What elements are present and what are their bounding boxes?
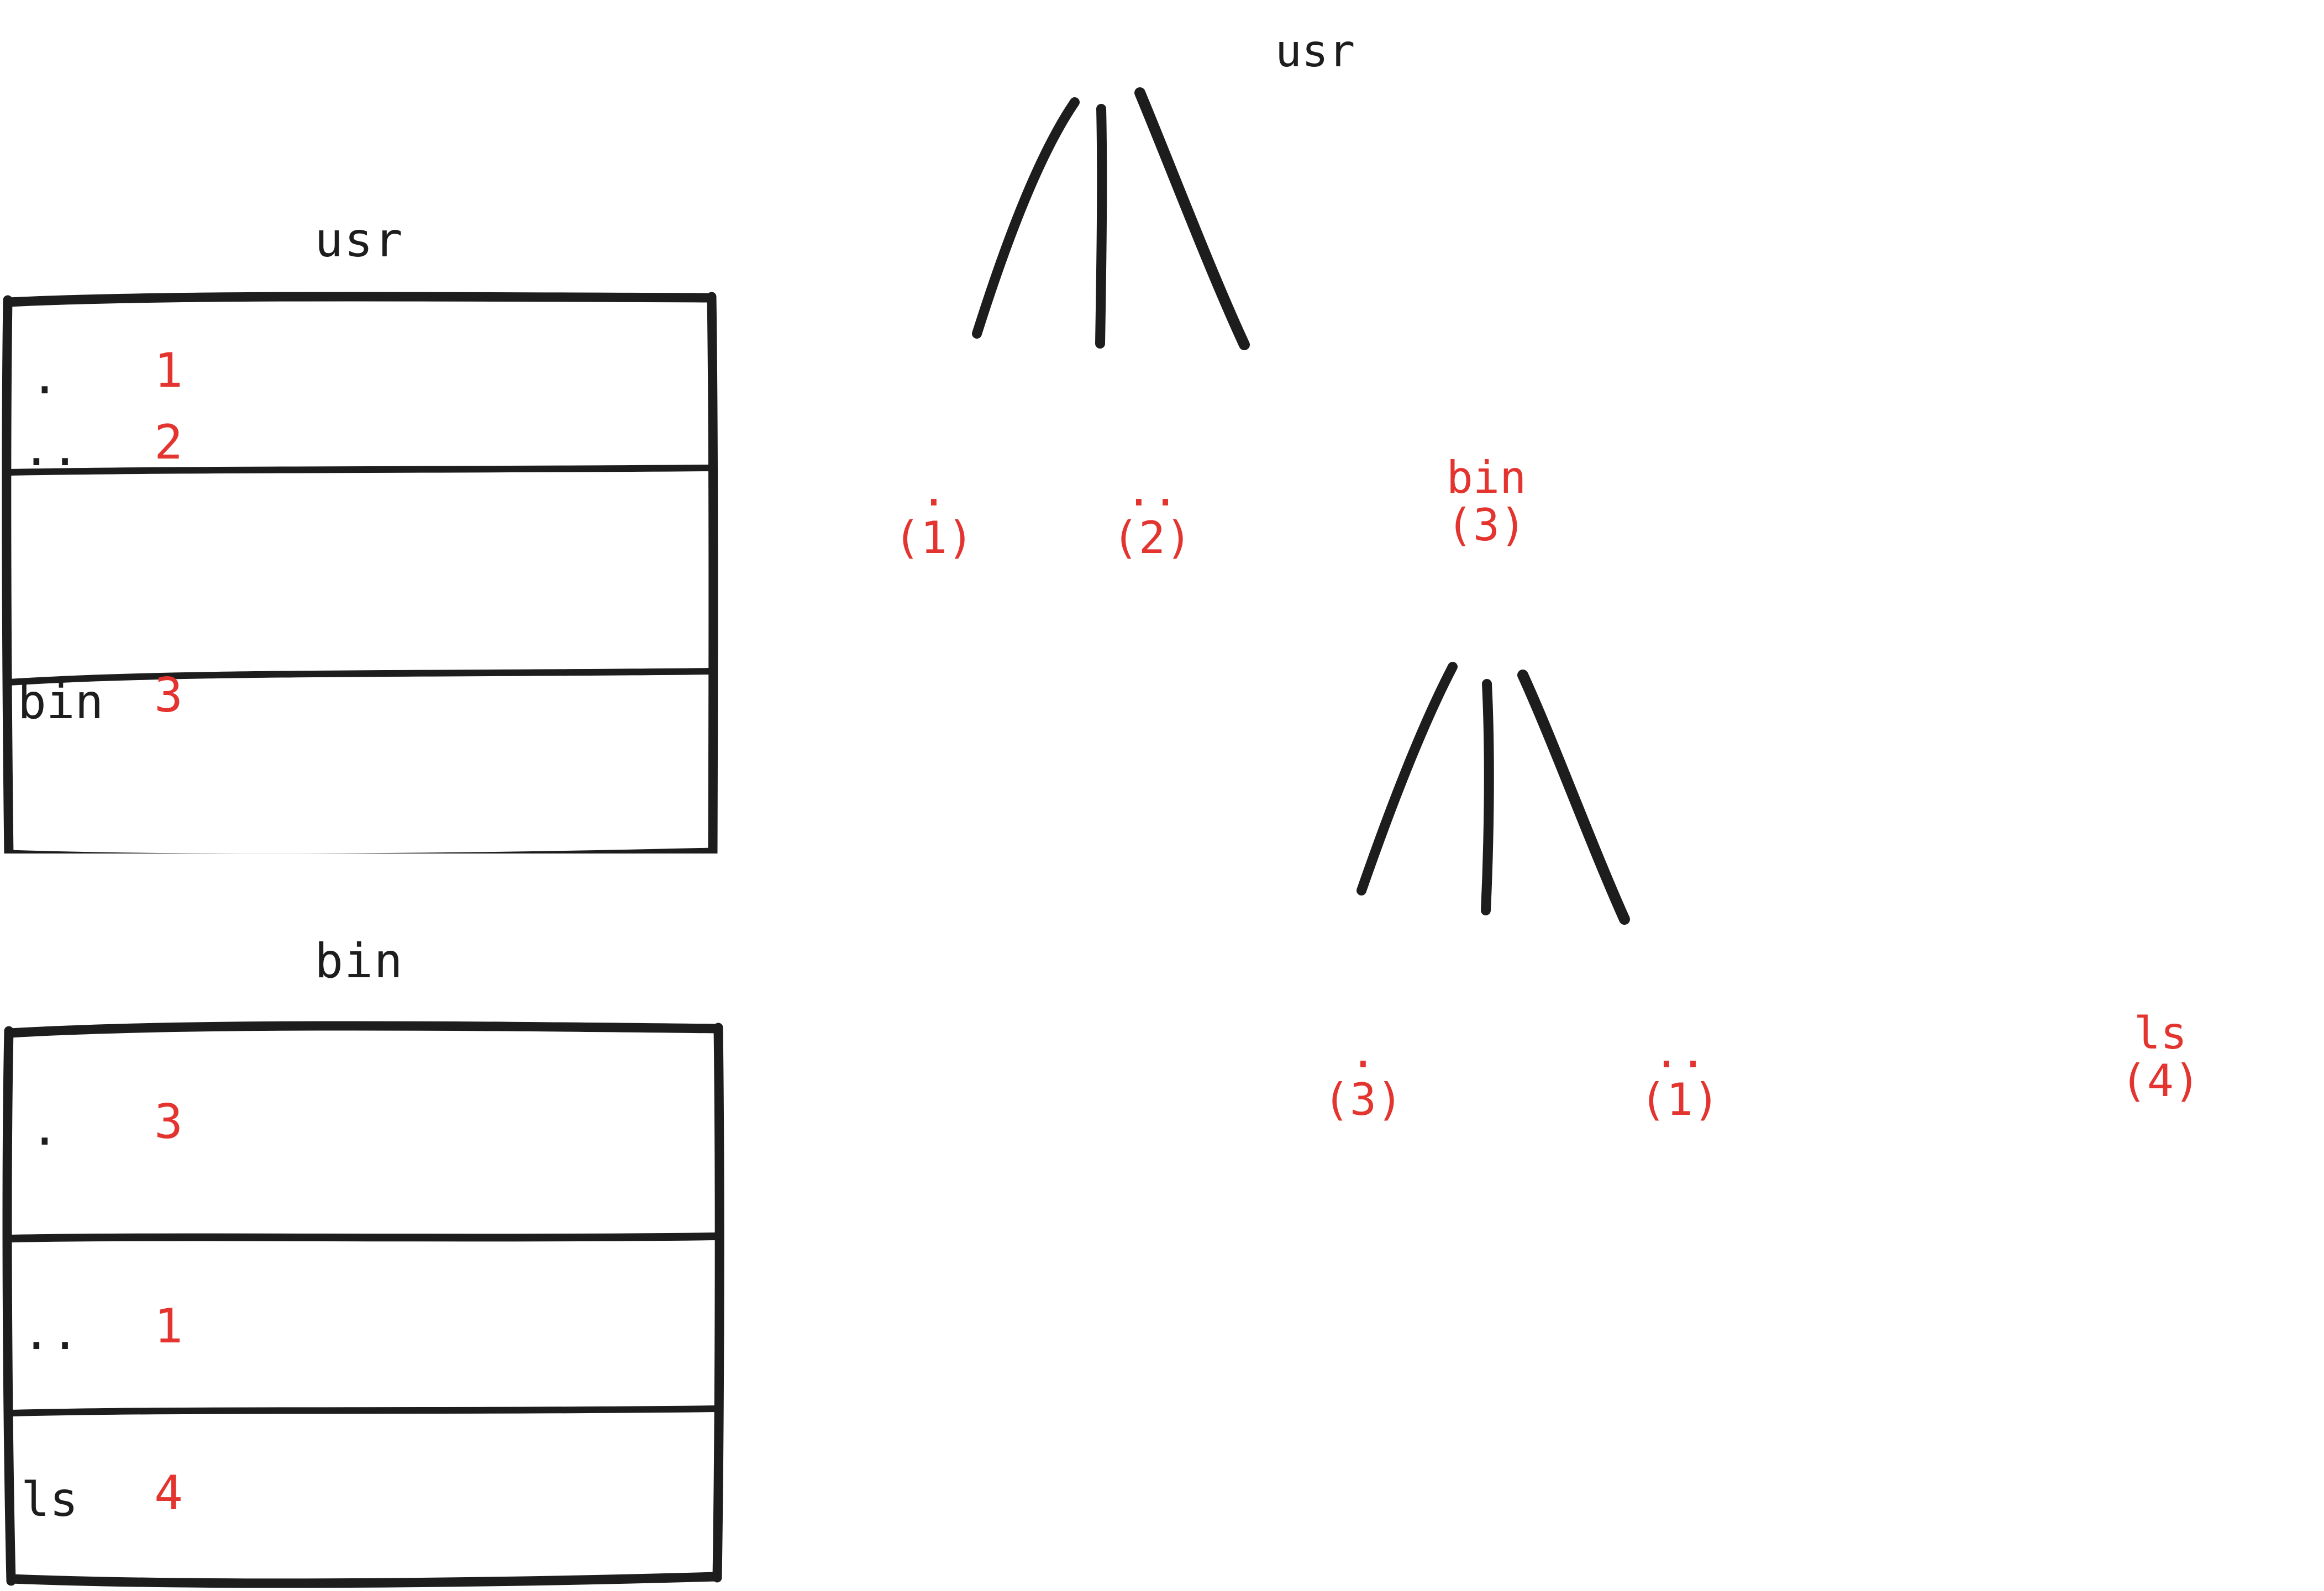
- table-title-usr: usr: [314, 213, 404, 268]
- tree-node-bin-3: bin (3): [1376, 454, 1597, 550]
- tree-edge-root-dot: [972, 97, 1080, 339]
- table-title-bin: bin: [314, 934, 404, 989]
- tree-node-bin-3-inode: (3): [1446, 499, 1527, 551]
- tree-edge-bin-ls: [1517, 670, 1630, 925]
- tree-node-dotdot-2-name: ..: [1125, 465, 1179, 516]
- tree-node-ls-4-inode: (4): [2120, 1055, 2201, 1107]
- tree-node-dot-1-name: .: [920, 465, 948, 516]
- tree-edge-bin-dotdot: [1481, 679, 1494, 915]
- tree-node-dot-3: . (3): [1280, 1026, 1446, 1126]
- tree-node-usr-label: usr: [1275, 25, 1355, 77]
- tree-edge-root-dotdot: [1095, 104, 1107, 349]
- tree-node-usr: usr: [1205, 25, 1426, 77]
- table-row: ..: [22, 422, 80, 477]
- table-row: 4: [154, 1466, 183, 1521]
- tree-node-dotdot-1: .. (1): [1597, 1026, 1763, 1126]
- tree-node-ls-4-name: ls: [2133, 1008, 2188, 1059]
- tree-node-ls-4: ls (4): [2078, 1008, 2243, 1107]
- table-row: 1: [154, 1299, 183, 1354]
- tree-node-dot-1: . (1): [823, 465, 1044, 564]
- table-row: bin: [18, 675, 104, 730]
- tree-node-dot-1-inode: (1): [893, 512, 974, 564]
- table-row: ..: [22, 1305, 80, 1361]
- tree-edge-root-bin: [1134, 87, 1250, 350]
- table-row: 3: [154, 1094, 183, 1150]
- tree-node-dotdot-2: .. (2): [1042, 465, 1263, 564]
- tree-node-bin-3-name: bin: [1446, 452, 1527, 503]
- table-row: ls: [21, 1472, 78, 1527]
- tree-node-dot-3-name: .: [1349, 1026, 1377, 1078]
- tree-node-dotdot-1-name: ..: [1653, 1026, 1707, 1078]
- table-row: .: [30, 350, 59, 405]
- tree-node-dotdot-2-inode: (2): [1112, 512, 1192, 564]
- table-row: 1: [154, 343, 183, 398]
- table-row: 3: [154, 668, 183, 723]
- tree-node-dot-3-inode: (3): [1323, 1074, 1403, 1126]
- tree-node-dotdot-1-inode: (1): [1639, 1074, 1720, 1126]
- table-row: .: [30, 1101, 59, 1156]
- table-row: 2: [154, 415, 183, 470]
- tree-edge-bin-dot: [1356, 662, 1458, 895]
